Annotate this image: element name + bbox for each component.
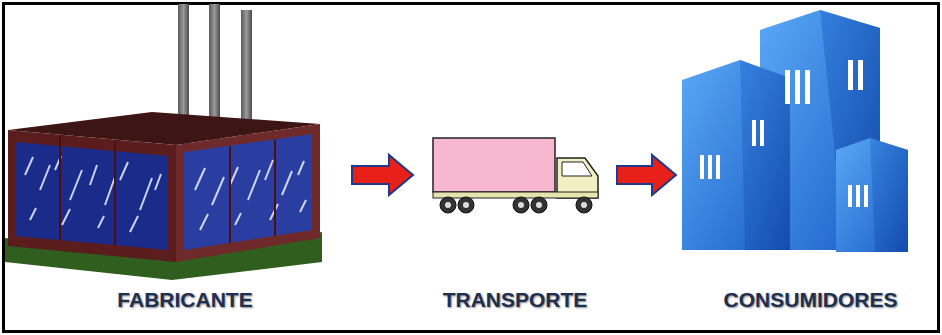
labeled-icon: TRANSPORTE: [419, 8, 611, 326]
node-label: TRANSPORTE: [419, 288, 611, 312]
block-arrow: [617, 155, 676, 195]
node-label: FABRICANTE: [24, 288, 346, 312]
labeled-icon: CONSUMIDORES: [682, 8, 939, 326]
labeled-icon: FABRICANTE: [24, 8, 346, 326]
block-arrow: [352, 155, 413, 195]
node-label: CONSUMIDORES: [682, 288, 939, 312]
